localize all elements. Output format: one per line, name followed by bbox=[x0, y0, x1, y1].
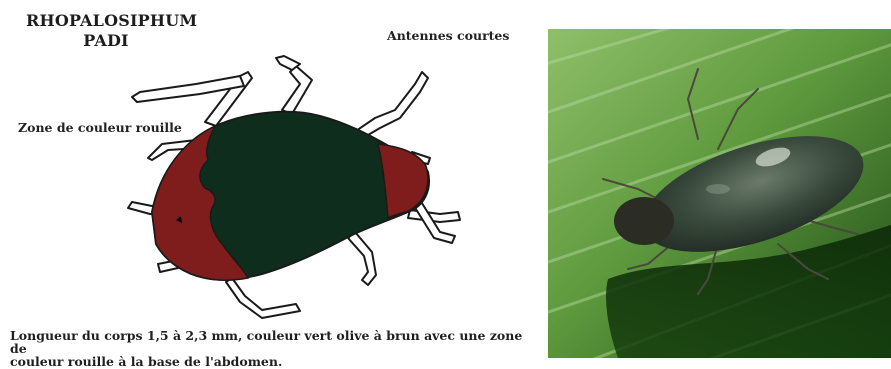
antenna-right-tip bbox=[276, 56, 300, 70]
leg-bottom-left bbox=[226, 278, 300, 318]
caption: Longueur du corps 1,5 à 2,3 mm, couleur … bbox=[10, 329, 540, 368]
diagram-panel: RHOPALOSIPHUM PADI Antennes courtes Zone… bbox=[0, 0, 540, 358]
antenna-right bbox=[282, 66, 312, 114]
aphid-photo bbox=[548, 29, 891, 358]
caption-line-2: couleur rouille à la base de l'abdomen. bbox=[10, 355, 540, 368]
caption-line-1: Longueur du corps 1,5 à 2,3 mm, couleur … bbox=[10, 329, 540, 355]
aphid-sheen bbox=[706, 184, 730, 194]
aphid-head-photo bbox=[614, 197, 674, 245]
aphid-diagram bbox=[0, 0, 540, 330]
leg-bottom-mid bbox=[348, 232, 376, 285]
leg-right-rear bbox=[408, 210, 460, 222]
